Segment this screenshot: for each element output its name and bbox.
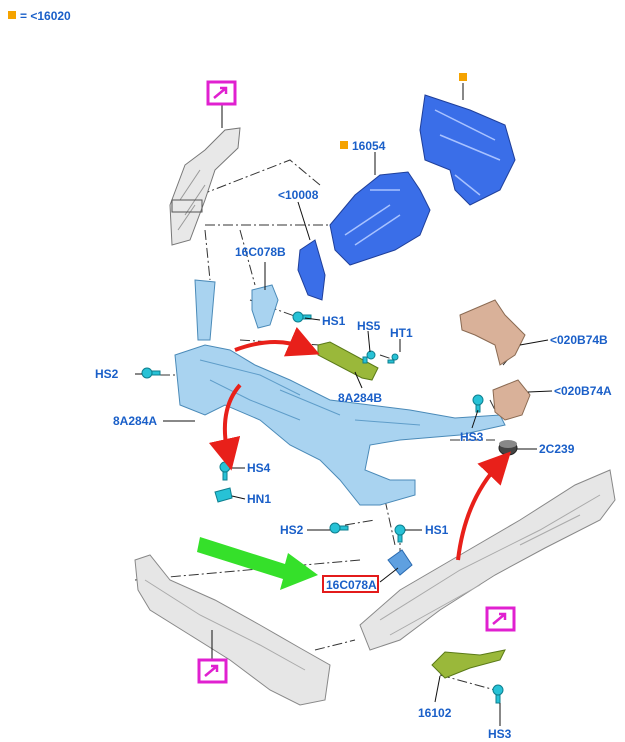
part-8A284B xyxy=(317,341,379,381)
label-hs2-mid[interactable]: HS2 xyxy=(280,523,304,537)
label-hs3-bottom[interactable]: HS3 xyxy=(488,727,512,741)
part-020B74A xyxy=(492,379,531,421)
view-arrow-icon xyxy=(485,606,516,632)
label-020B74A[interactable]: <020B74A xyxy=(554,384,612,398)
gray-bumper-beam xyxy=(134,554,331,706)
bolt-icon xyxy=(292,311,312,323)
label-ht1[interactable]: HT1 xyxy=(390,326,413,340)
label-8A284B[interactable]: 8A284B xyxy=(338,391,382,405)
part-16C078B xyxy=(251,284,279,329)
legend: = <16020 xyxy=(8,9,71,23)
fasteners xyxy=(141,311,504,704)
green-pointer-arrow xyxy=(197,537,318,590)
label-hs3-right[interactable]: HS3 xyxy=(460,430,484,444)
view-arrow-icon xyxy=(206,80,237,106)
part-020B74B xyxy=(459,299,526,366)
label-hs4[interactable]: HS4 xyxy=(247,461,271,475)
orange-marker-icon xyxy=(459,73,467,81)
label-hs2-left[interactable]: HS2 xyxy=(95,367,119,381)
label-020B74B[interactable]: <020B74B xyxy=(550,333,608,347)
label-2C239[interactable]: 2C239 xyxy=(539,442,575,456)
label-hs1-top[interactable]: HS1 xyxy=(322,314,346,328)
bolt-icon xyxy=(219,461,231,481)
label-10008[interactable]: <10008 xyxy=(278,188,319,202)
nut-icon xyxy=(214,487,233,503)
label-8A284A[interactable]: 8A284A xyxy=(113,414,157,428)
label-16C078B[interactable]: 16C078B xyxy=(235,245,286,259)
label-hs1-mid[interactable]: HS1 xyxy=(425,523,449,537)
red-direction-arrows xyxy=(208,326,511,561)
gray-side-bracket xyxy=(169,127,241,246)
gray-frame-rail xyxy=(359,469,616,651)
bolt-icon xyxy=(394,524,406,543)
bolt-icon xyxy=(472,394,484,413)
leader-lines xyxy=(135,83,553,726)
part-16054 xyxy=(329,171,431,266)
highlight-box xyxy=(322,575,379,593)
part-top-right-panel xyxy=(419,94,516,206)
part-labels: 16054 <10008 16C078B HS1 HS5 HT1 HS2 8A2… xyxy=(95,139,612,741)
part-2C239 xyxy=(498,440,518,456)
label-16102[interactable]: 16102 xyxy=(418,706,452,720)
legend-text: = <16020 xyxy=(20,9,71,23)
bolt-icon xyxy=(329,522,349,534)
red-direction-arrow xyxy=(456,451,511,561)
bolt-icon xyxy=(387,353,399,364)
bolt-icon xyxy=(362,350,376,364)
bolt-icon xyxy=(141,367,161,379)
orange-marker-icon xyxy=(8,11,16,19)
label-hn1[interactable]: HN1 xyxy=(247,492,271,506)
part-16C078A xyxy=(387,549,413,576)
part-8A284A-radiator-support xyxy=(174,279,506,506)
red-direction-arrow xyxy=(234,326,320,357)
part-10008 xyxy=(297,239,326,301)
view-arrow-icon xyxy=(197,658,228,684)
label-hs5[interactable]: HS5 xyxy=(357,319,381,333)
label-16054[interactable]: 16054 xyxy=(352,139,386,153)
bolt-icon xyxy=(492,684,504,704)
label-16C078A[interactable]: 16C078A xyxy=(326,578,377,592)
orange-marker-icon xyxy=(340,141,348,149)
red-direction-arrow xyxy=(208,383,242,471)
part-16102 xyxy=(431,649,506,679)
